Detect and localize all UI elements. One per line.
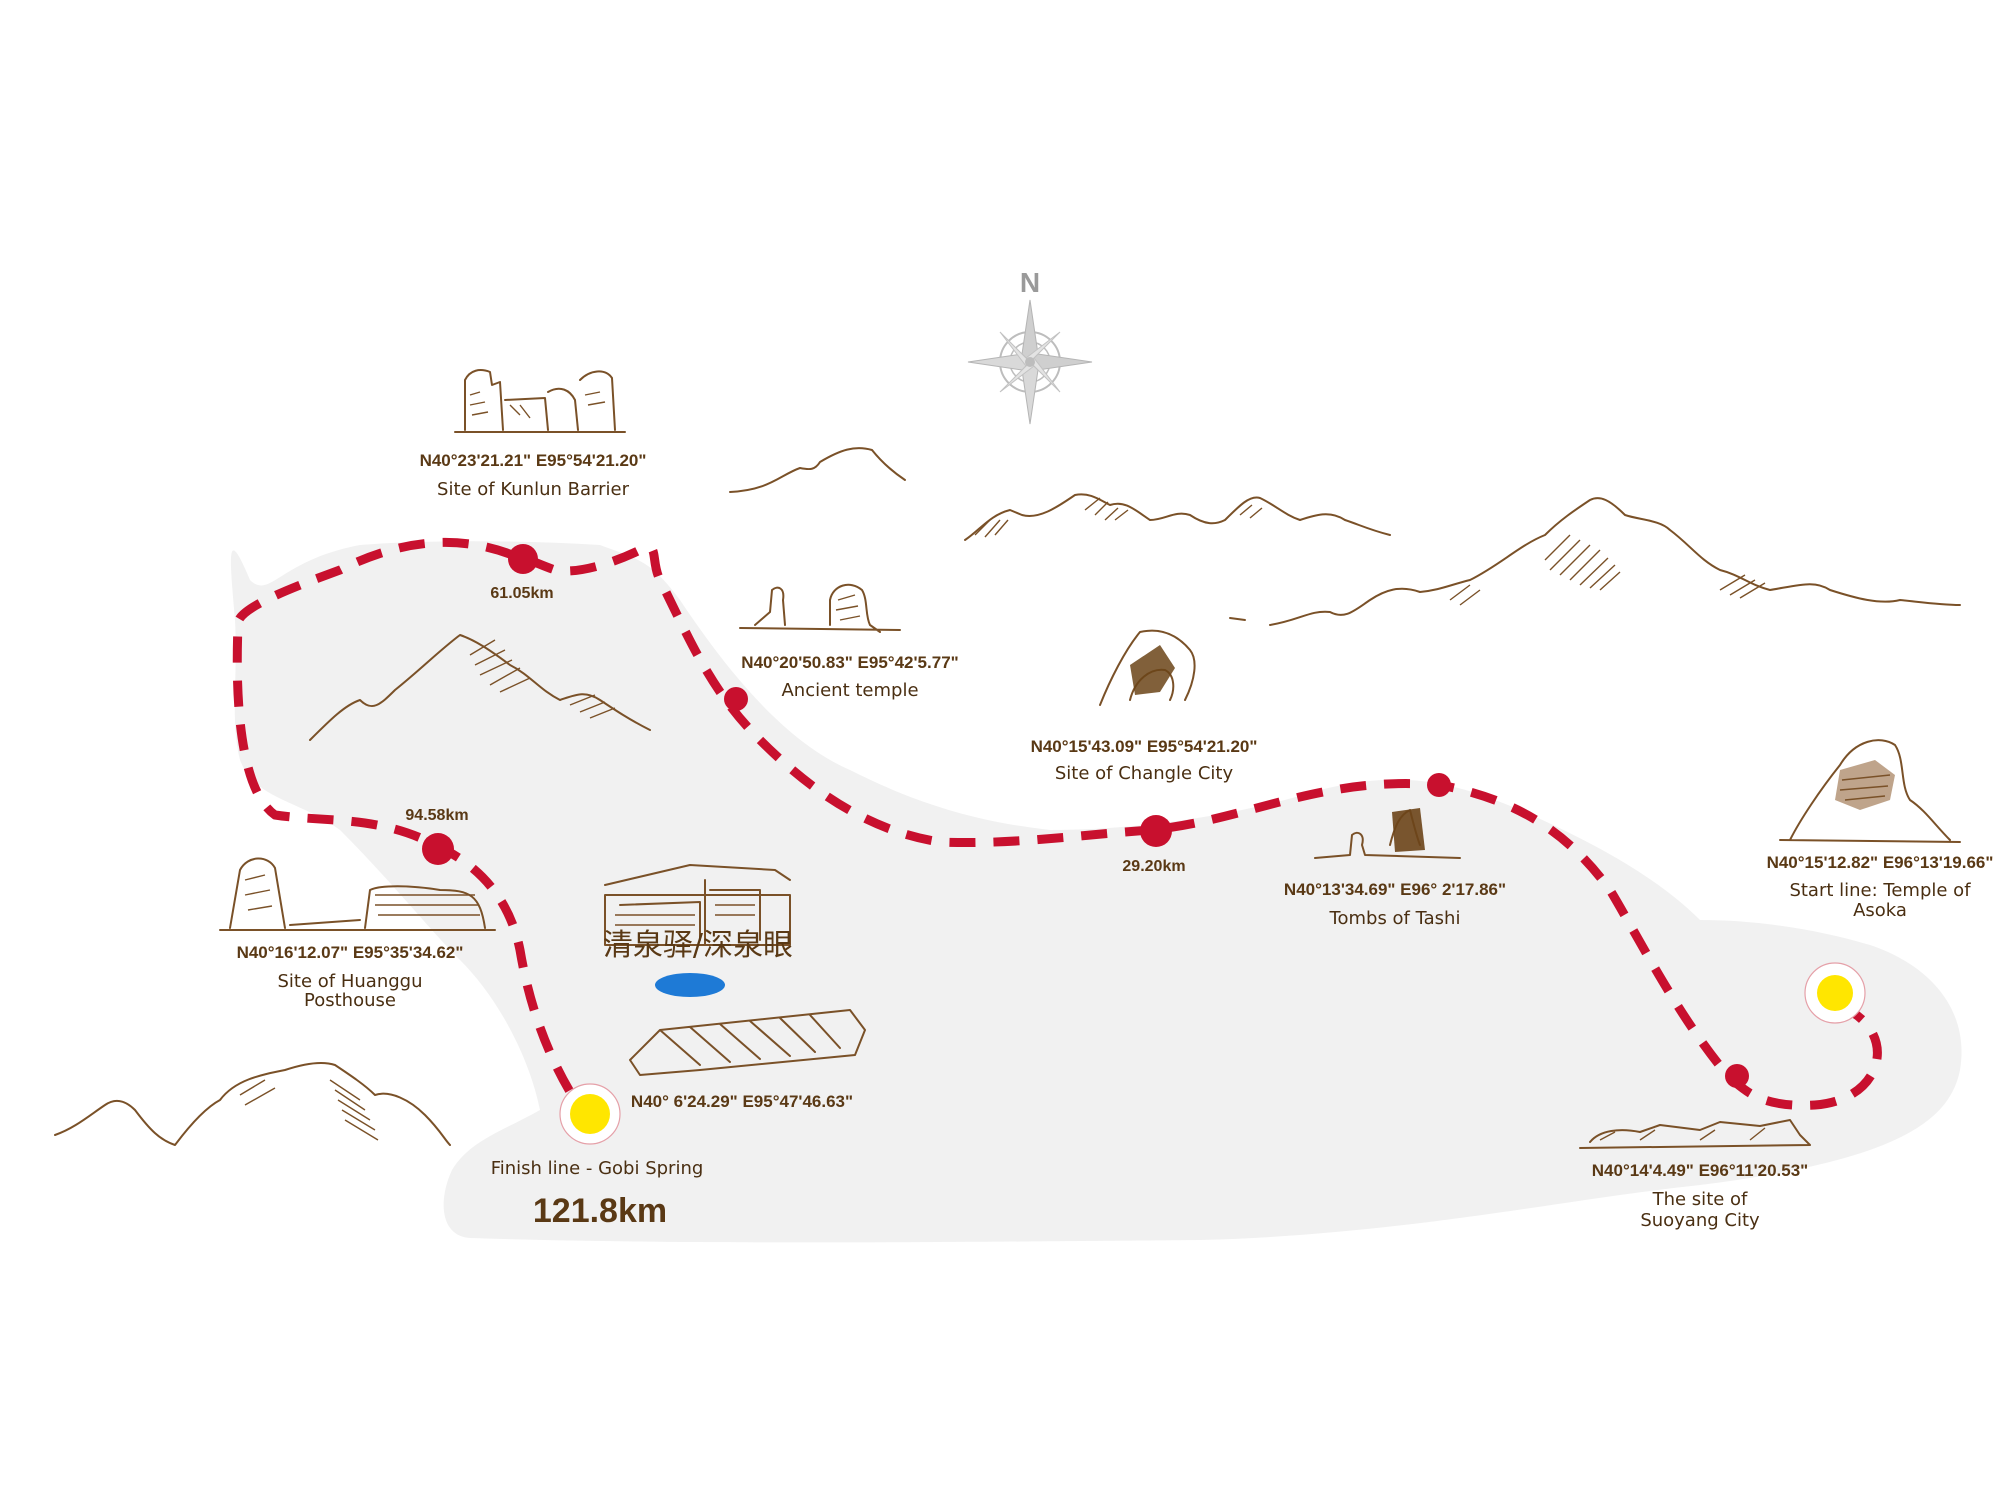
changle-name: Site of Changle City <box>1055 763 1234 784</box>
temple-name: Ancient temple <box>781 680 918 701</box>
route-marker-suoyang[interactable] <box>1725 1064 1749 1088</box>
route-marker-61km[interactable] <box>508 544 538 574</box>
kunlun-name: Site of Kunlun Barrier <box>437 479 630 500</box>
huanggu-name-line1: Site of Huanggu <box>278 971 423 992</box>
tombs-of-tashi-sketch <box>1314 808 1461 859</box>
mountain-sketch-left-inner <box>309 634 651 741</box>
suoyang-name-line1: The site of <box>1652 1189 1748 1210</box>
suoyang-name-line2: Suoyang City <box>1640 1210 1760 1231</box>
mountain-sketch-center <box>964 493 1391 541</box>
finish-name: Finish line - Gobi Spring <box>491 1158 704 1179</box>
temple-of-asoka-sketch <box>1779 739 1961 843</box>
finish-marker[interactable] <box>559 1083 621 1145</box>
mountain-sketch-right <box>1229 497 1961 626</box>
total-distance: 121.8km <box>533 1192 667 1230</box>
huanggu-coordinates: N40°16'12.07" E95°35'34.62" <box>237 943 464 962</box>
route-marker-29km[interactable] <box>1140 815 1172 847</box>
distance-29km: 29.20km <box>1122 858 1185 875</box>
asoka-coordinates: N40°15'12.82" E96°13'19.66" <box>1767 853 1994 872</box>
asoka-name-line1: Start line: Temple of <box>1789 880 1971 901</box>
suoyang-city-sketch <box>1579 1119 1811 1149</box>
compass-rose <box>967 299 1093 425</box>
kunlun-barrier-sketch <box>454 369 626 433</box>
temple-coordinates: N40°20'50.83" E95°42'5.77" <box>741 653 958 672</box>
spring-chinese-name: 清泉驿/深泉眼 <box>603 928 793 963</box>
route-marker-tashi[interactable] <box>1427 773 1451 797</box>
distance-61km: 61.05km <box>490 585 553 602</box>
asoka-name-line2: Asoka <box>1853 900 1907 921</box>
ancient-temple-sketch <box>739 583 901 633</box>
compass-north-label: N <box>1020 267 1040 298</box>
route-path <box>232 537 1882 1110</box>
mountain-sketch-bottom-left <box>54 1061 451 1146</box>
changle-city-sketch <box>1099 629 1196 706</box>
route-area-background <box>230 541 1962 1243</box>
spring-coordinates: N40° 6'24.29" E95°47'46.63" <box>631 1092 853 1111</box>
mountain-sketch-top-center <box>729 447 906 493</box>
changle-coordinates: N40°15'43.09" E95°54'21.20" <box>1031 737 1258 756</box>
gobi-spring-building-sketch <box>604 864 791 946</box>
tashi-name: Tombs of Tashi <box>1329 908 1461 929</box>
tashi-coordinates: N40°13'34.69" E96° 2'17.86" <box>1284 880 1506 899</box>
distance-94km: 94.58km <box>405 807 468 824</box>
spring-pond <box>655 973 725 997</box>
start-marker[interactable] <box>1804 962 1866 1024</box>
huanggu-name-line2: Posthouse <box>304 990 396 1011</box>
route-marker-temple[interactable] <box>724 687 748 711</box>
greenhouse-sketch <box>629 1009 866 1076</box>
suoyang-coordinates: N40°14'4.49" E96°11'20.53" <box>1592 1161 1808 1180</box>
huanggu-posthouse-sketch <box>219 857 496 931</box>
route-marker-94km[interactable] <box>422 833 454 865</box>
kunlun-coordinates: N40°23'21.21" E95°54'21.20" <box>420 451 647 470</box>
